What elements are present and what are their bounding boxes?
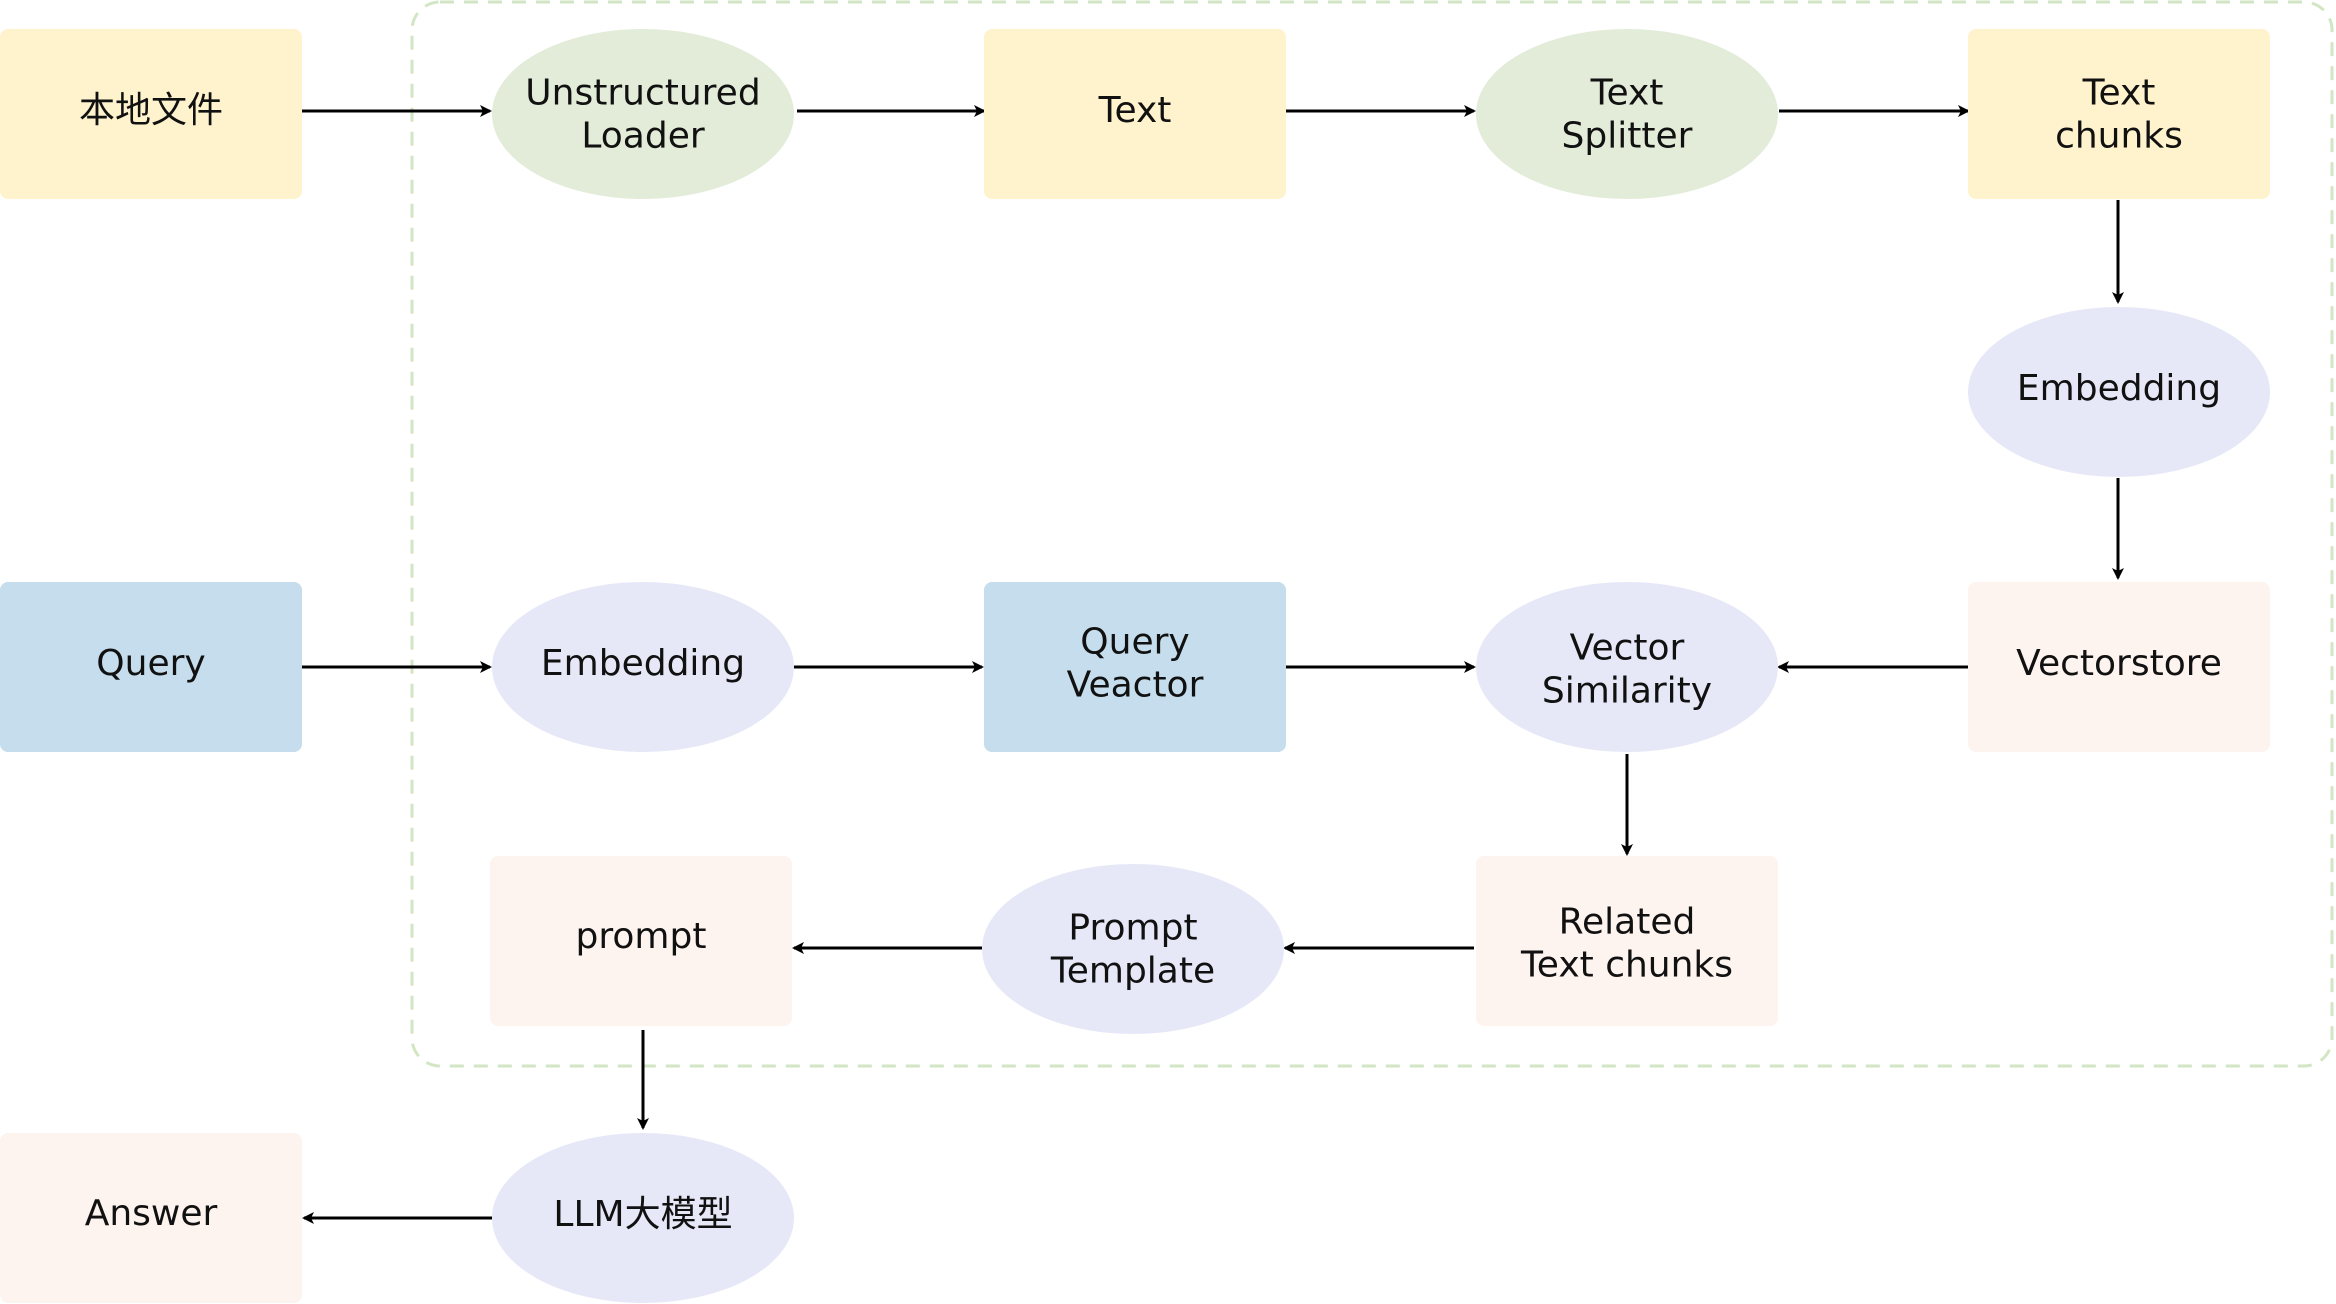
node-label-line: chunks: [2055, 116, 2183, 157]
node-label-line: Text chunks: [1520, 945, 1733, 986]
node-label-line: prompt: [576, 916, 707, 957]
node-llm: LLM大模型: [492, 1133, 794, 1303]
node-local-files: 本地文件: [0, 29, 302, 199]
node-label-line: LLM大模型: [553, 1194, 732, 1235]
node-label: Embedding: [2017, 368, 2221, 409]
langchain-group-border: [410, 0, 2334, 1068]
node-label-line: Similarity: [1542, 671, 1712, 712]
node-label-line: Vectorstore: [2016, 643, 2222, 684]
node-vectorstore: Vectorstore: [1968, 582, 2270, 752]
node-label-line: Query: [1080, 622, 1189, 663]
node-label: prompt: [576, 916, 707, 957]
node-label: Embedding: [541, 643, 745, 684]
node-label-line: Answer: [85, 1193, 218, 1234]
node-label: Vectorstore: [2016, 643, 2222, 684]
node-label: Query: [96, 643, 205, 684]
node-label-line: Veactor: [1067, 665, 1204, 706]
node-label-line: Unstructured: [525, 73, 760, 114]
node-embedding-doc: Embedding: [1968, 307, 2270, 477]
node-text: Text: [984, 29, 1286, 199]
node-label-line: Embedding: [541, 643, 745, 684]
node-label-line: Query: [96, 643, 205, 684]
node-label-line: Prompt: [1068, 908, 1197, 949]
node-label: Answer: [85, 1193, 218, 1234]
node-label-line: Text: [1590, 73, 1664, 114]
node-query: Query: [0, 582, 302, 752]
node-label: Text: [1098, 90, 1172, 131]
connectors: [302, 105, 2124, 1224]
node-embedding-query: Embedding: [492, 582, 794, 752]
node-label: 本地文件: [79, 90, 223, 131]
node-label-line: Text: [2082, 73, 2156, 114]
node-label-line: Splitter: [1562, 116, 1693, 157]
node-label-line: Text: [1098, 90, 1172, 131]
node-label-line: Loader: [581, 116, 705, 157]
node-label-line: 本地文件: [79, 90, 223, 131]
node-label-line: Template: [1050, 951, 1215, 992]
node-label-line: Vector: [1570, 628, 1685, 669]
node-label: LLM大模型: [553, 1194, 732, 1235]
node-prompt: prompt: [490, 856, 792, 1026]
node-answer: Answer: [0, 1133, 302, 1303]
node-label-line: Embedding: [2017, 368, 2221, 409]
node-label-line: Related: [1559, 902, 1696, 943]
